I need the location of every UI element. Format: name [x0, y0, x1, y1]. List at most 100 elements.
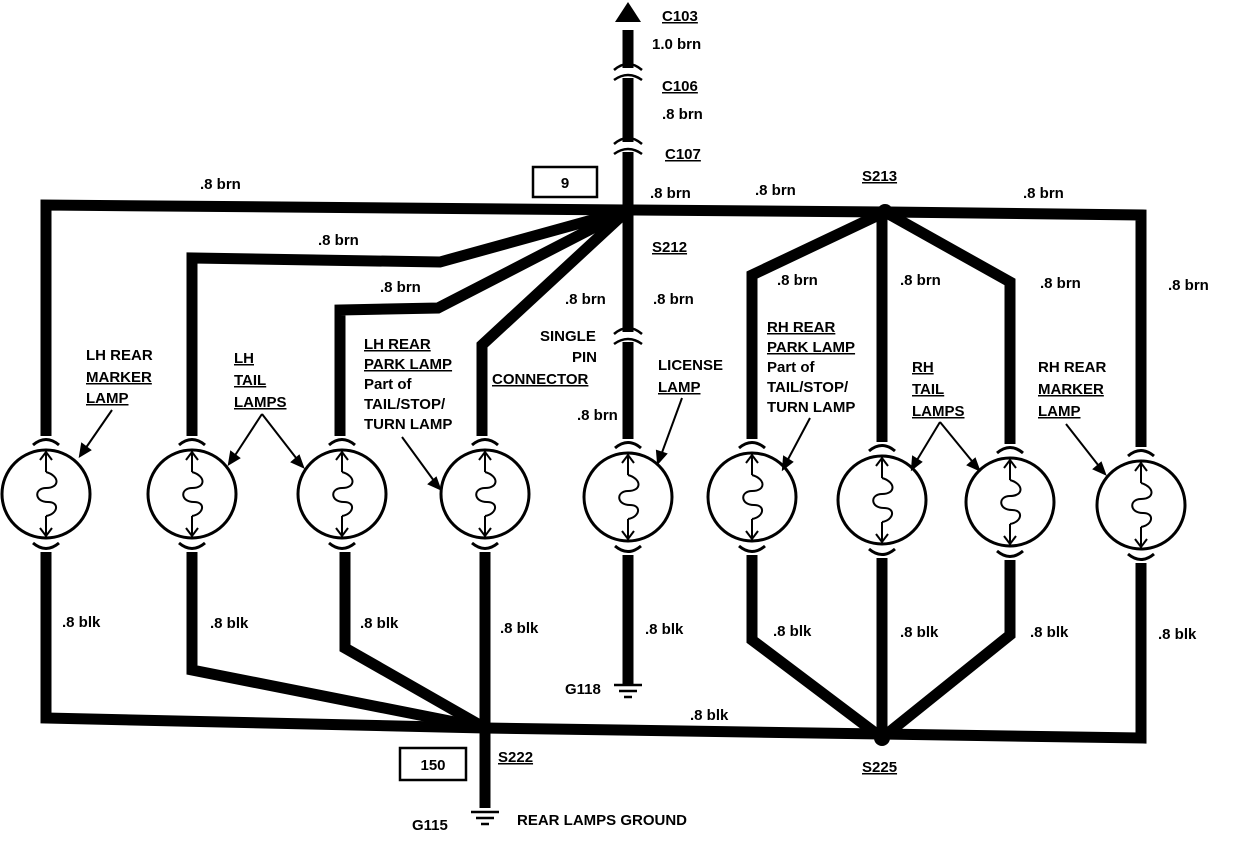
rh-marker-lamp [1095, 447, 1187, 563]
c106-label: C106 [662, 78, 698, 95]
rh-park-pointer-arrow [784, 417, 811, 466]
rh-park-label-line-2: PARK LAMP [767, 339, 855, 356]
lh-park-label-line-5: TURN LAMP [364, 416, 452, 433]
ref-box-9-label: 9 [561, 175, 569, 192]
lh-tail-label-line-3: LAMPS [234, 394, 287, 411]
s213-label: S213 [862, 168, 897, 185]
wire-blk-label-rh-marker: .8 blk [1158, 626, 1197, 643]
rh-marker-pointer-arrow [1065, 423, 1103, 471]
rh-park-ground-wire [746, 548, 886, 743]
rh-marker-label-line-3: LAMP [1038, 403, 1081, 420]
wire-brn-label-s212: .8 brn [650, 185, 691, 202]
lh-marker-lamp [0, 436, 92, 552]
wire-blk-label-bus: .8 blk [690, 707, 729, 724]
lh-park-lamp [439, 436, 531, 552]
single-pin-label-3: CONNECTOR [492, 371, 589, 388]
wire-brn-label-lh-park: .8 brn [565, 291, 606, 308]
rh-marker-label-line-2: MARKER [1038, 381, 1104, 398]
rh-park-label-line-4: TAIL/STOP/ [767, 379, 849, 396]
wire-brn-label-license: .8 brn [577, 407, 618, 424]
s213-splice-dot [877, 204, 893, 220]
rh-tail-outer-ground-wire [878, 555, 1016, 743]
connector-symbols [613, 62, 643, 346]
lh-marker-label-line-3: LAMP [86, 390, 129, 407]
license-pointer-arrowhead [655, 449, 668, 466]
g115-description: REAR LAMPS GROUND [517, 812, 687, 829]
wire-brn-label-topleft: .8 brn [200, 176, 241, 193]
lh-marker-pointer-arrow [82, 409, 113, 453]
lh-marker-label: LH REAR MARKER LAMP [86, 347, 153, 407]
lh-park-pointer-arrow [401, 436, 438, 486]
wire-brn-label-rh-tail-outer: .8 brn [1040, 275, 1081, 292]
wire-blk-label-lh-marker: .8 blk [62, 614, 101, 631]
rh-marker-label-line-1: RH REAR [1038, 359, 1107, 376]
rh-park-pointer-arrowhead [781, 455, 794, 472]
lh-park-label-line-1: LH REAR [364, 336, 431, 353]
s225-splice-dot [874, 730, 890, 746]
lh-tail-pointer-arrow-2 [261, 413, 301, 464]
ground-wires [40, 548, 1147, 808]
rh-tail-pointer-arrowhead-1 [910, 455, 923, 472]
wire-blk-label-lh-tail-outer: .8 blk [210, 615, 249, 632]
wire-brn-label-topright: .8 brn [1023, 185, 1064, 202]
rh-tail-lamp-2 [964, 444, 1056, 560]
rh-park-label-line-5: TURN LAMP [767, 399, 855, 416]
lh-tail-inner-feed-wire [334, 205, 631, 447]
wire-1-0-brn-label: 1.0 brn [652, 36, 701, 53]
rh-tail-pointer-arrow-2 [939, 421, 977, 467]
wire-brn-label-s213-left: .8 brn [755, 182, 796, 199]
lh-tail-outer-feed-wire [186, 204, 630, 447]
s212-splice-dot [621, 203, 635, 217]
lh-park-label-line-3: Part of [364, 376, 413, 393]
wire-blk-label-lh-park: .8 blk [500, 620, 539, 637]
lh-marker-label-line-1: LH REAR [86, 347, 153, 364]
rh-park-feed-wire [746, 207, 888, 447]
power-wires [40, 2, 1147, 447]
single-pin-label-1: SINGLE [540, 328, 596, 345]
rh-tail-label-line-1: RH [912, 359, 934, 376]
wire-blk-label-lh-tail-inner: .8 blk [360, 615, 399, 632]
bottom-ground-bus-wire [484, 555, 1147, 744]
license-label-line-1: LICENSE [658, 357, 723, 374]
lh-park-label: LH REAR PARK LAMP Part of TAIL/STOP/ TUR… [364, 336, 452, 433]
rh-marker-label: RH REAR MARKER LAMP [1038, 359, 1107, 420]
rh-marker-pointer-arrowhead [1092, 461, 1107, 476]
license-lamp [582, 439, 674, 555]
wire-brn-label-rh-tail-inner: .8 brn [900, 272, 941, 289]
wire-blk-label-rh-tail-outer: .8 blk [1030, 624, 1069, 641]
wire-blk-label-license: .8 blk [645, 621, 684, 638]
g118-ground-icon [614, 683, 642, 699]
lh-tail-pointer-arrowhead-2 [290, 454, 305, 469]
lh-tail-lamp-2 [296, 436, 388, 552]
wire-brn-label-rh-park: .8 brn [777, 272, 818, 289]
lh-tail-pointer-arrow-1 [231, 413, 263, 461]
wire-brn-label-main: .8 brn [653, 291, 694, 308]
rh-tail-pointer-arrowhead-2 [966, 457, 981, 472]
ref-box-150 [398, 746, 468, 782]
rh-park-label-line-1: RH REAR [767, 319, 836, 336]
rh-tail-label-line-2: TAIL [912, 381, 944, 398]
lh-tail-inner-ground-wire [339, 548, 488, 733]
lh-marker-ground-wire [40, 548, 486, 734]
c107-label: C107 [665, 146, 701, 163]
c103-label: C103 [662, 8, 698, 25]
lh-tail-pointer-arrowhead-1 [227, 450, 241, 466]
lamps [0, 436, 1187, 563]
rh-tail-outer-feed-wire [882, 207, 1016, 447]
g115-label: G115 [412, 817, 448, 834]
ref-box-9 [531, 165, 599, 199]
s222-splice-dot [478, 721, 492, 735]
wire-brn-label-rh-marker: .8 brn [1168, 277, 1209, 294]
g118-label: G118 [565, 681, 601, 698]
lh-marker-pointer-arrowhead [78, 442, 92, 458]
wire-brn-label-lh-tail-inner: .8 brn [380, 279, 421, 296]
c106-connector-icon [613, 136, 643, 156]
lh-tail-outer-ground-wire [186, 548, 487, 734]
wire-blk-label-rh-tail-inner: .8 blk [900, 624, 939, 641]
license-label-line-2: LAMP [658, 379, 701, 396]
s212-label: S212 [652, 239, 687, 256]
lh-tail-lamp-1 [146, 436, 238, 552]
rh-tail-lamp-1 [836, 442, 928, 558]
rh-tail-label-line-3: LAMPS [912, 403, 965, 420]
top-bus-wire [40, 199, 1147, 447]
